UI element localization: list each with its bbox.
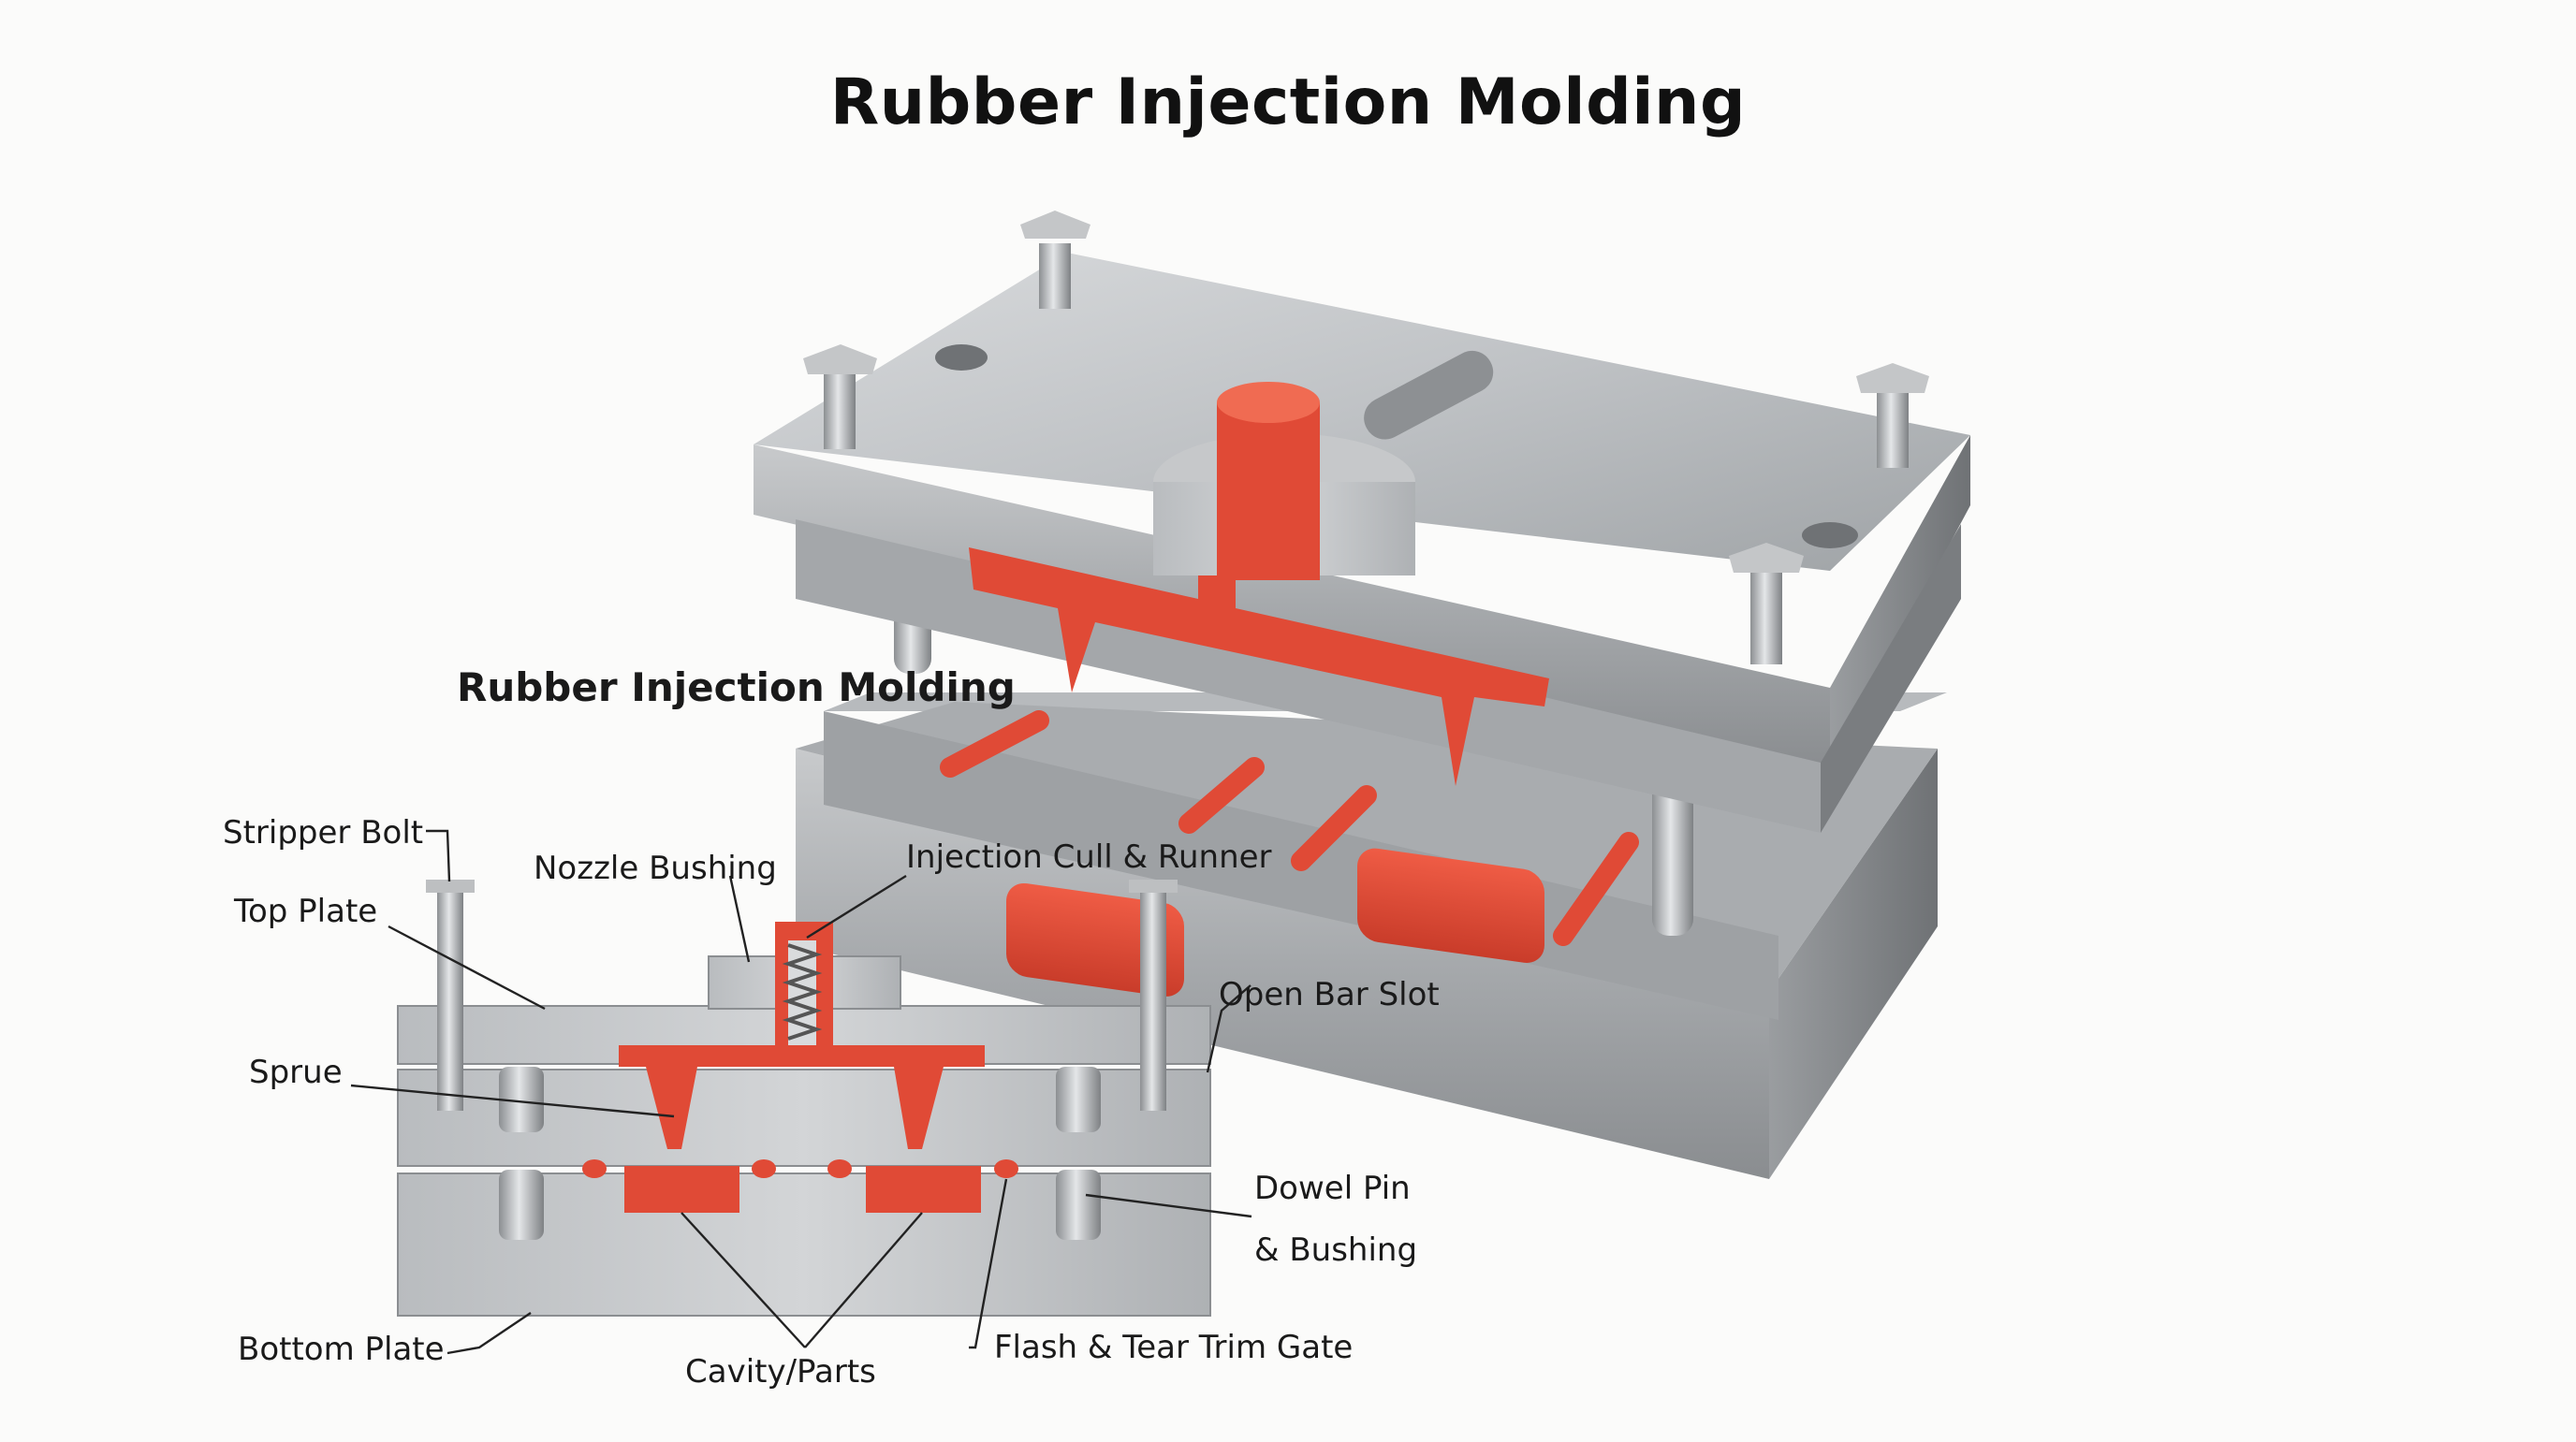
label-dowel-bushing: & Bushing — [1254, 1231, 1418, 1269]
label-injection-cull-runner: Injection Cull & Runner — [906, 838, 1272, 876]
cavity-part-right — [866, 1166, 981, 1213]
middle-plate-side-face — [1821, 524, 1961, 833]
cavity-parts-3d — [940, 710, 1639, 997]
leader-lines — [350, 829, 1252, 1355]
dowel-pin-left — [499, 1067, 544, 1132]
sprue-3d — [1217, 402, 1320, 580]
page-title: Rubber Injection Molding — [829, 66, 1747, 139]
top-plate-side-face — [1830, 435, 1970, 767]
label-stripper-bolt: Stripper Bolt — [223, 814, 424, 852]
diagram-subtitle: Rubber Injection Molding — [457, 664, 1016, 710]
label-cavity-parts: Cavity/Parts — [685, 1353, 876, 1391]
flash-gates — [582, 1159, 1018, 1178]
cavity-part-left — [624, 1166, 739, 1213]
mold-3d-view — [754, 211, 1970, 1179]
label-open-bar-slot: Open Bar Slot — [1219, 976, 1440, 1013]
open-bar-slot-3d — [1364, 350, 1494, 440]
stripper-bolt-right — [1140, 889, 1166, 1111]
bottom-block-side-face — [1769, 749, 1938, 1179]
injection-cull-runner — [619, 1045, 985, 1149]
mold-cross-section — [397, 880, 1211, 1317]
top-plate-upper-face — [754, 253, 1970, 571]
label-top-plate: Top Plate — [234, 893, 378, 930]
bolts-3d — [803, 211, 1929, 664]
bolt-hole-3d — [935, 344, 988, 371]
label-bottom-plate: Bottom Plate — [238, 1331, 445, 1368]
top-plate-front-face — [754, 444, 1830, 767]
runner-3d — [969, 547, 1549, 786]
dowel-pin-right — [1056, 1067, 1101, 1132]
label-dowel-pin: Dowel Pin — [1254, 1170, 1411, 1207]
label-flash-trim-gate: Flash & Tear Trim Gate — [994, 1329, 1354, 1366]
bottom-block-front-face — [796, 749, 1769, 1179]
label-nozzle-bushing: Nozzle Bushing — [534, 850, 777, 887]
stripper-bolt-left — [437, 889, 463, 1111]
label-sprue: Sprue — [249, 1054, 343, 1091]
